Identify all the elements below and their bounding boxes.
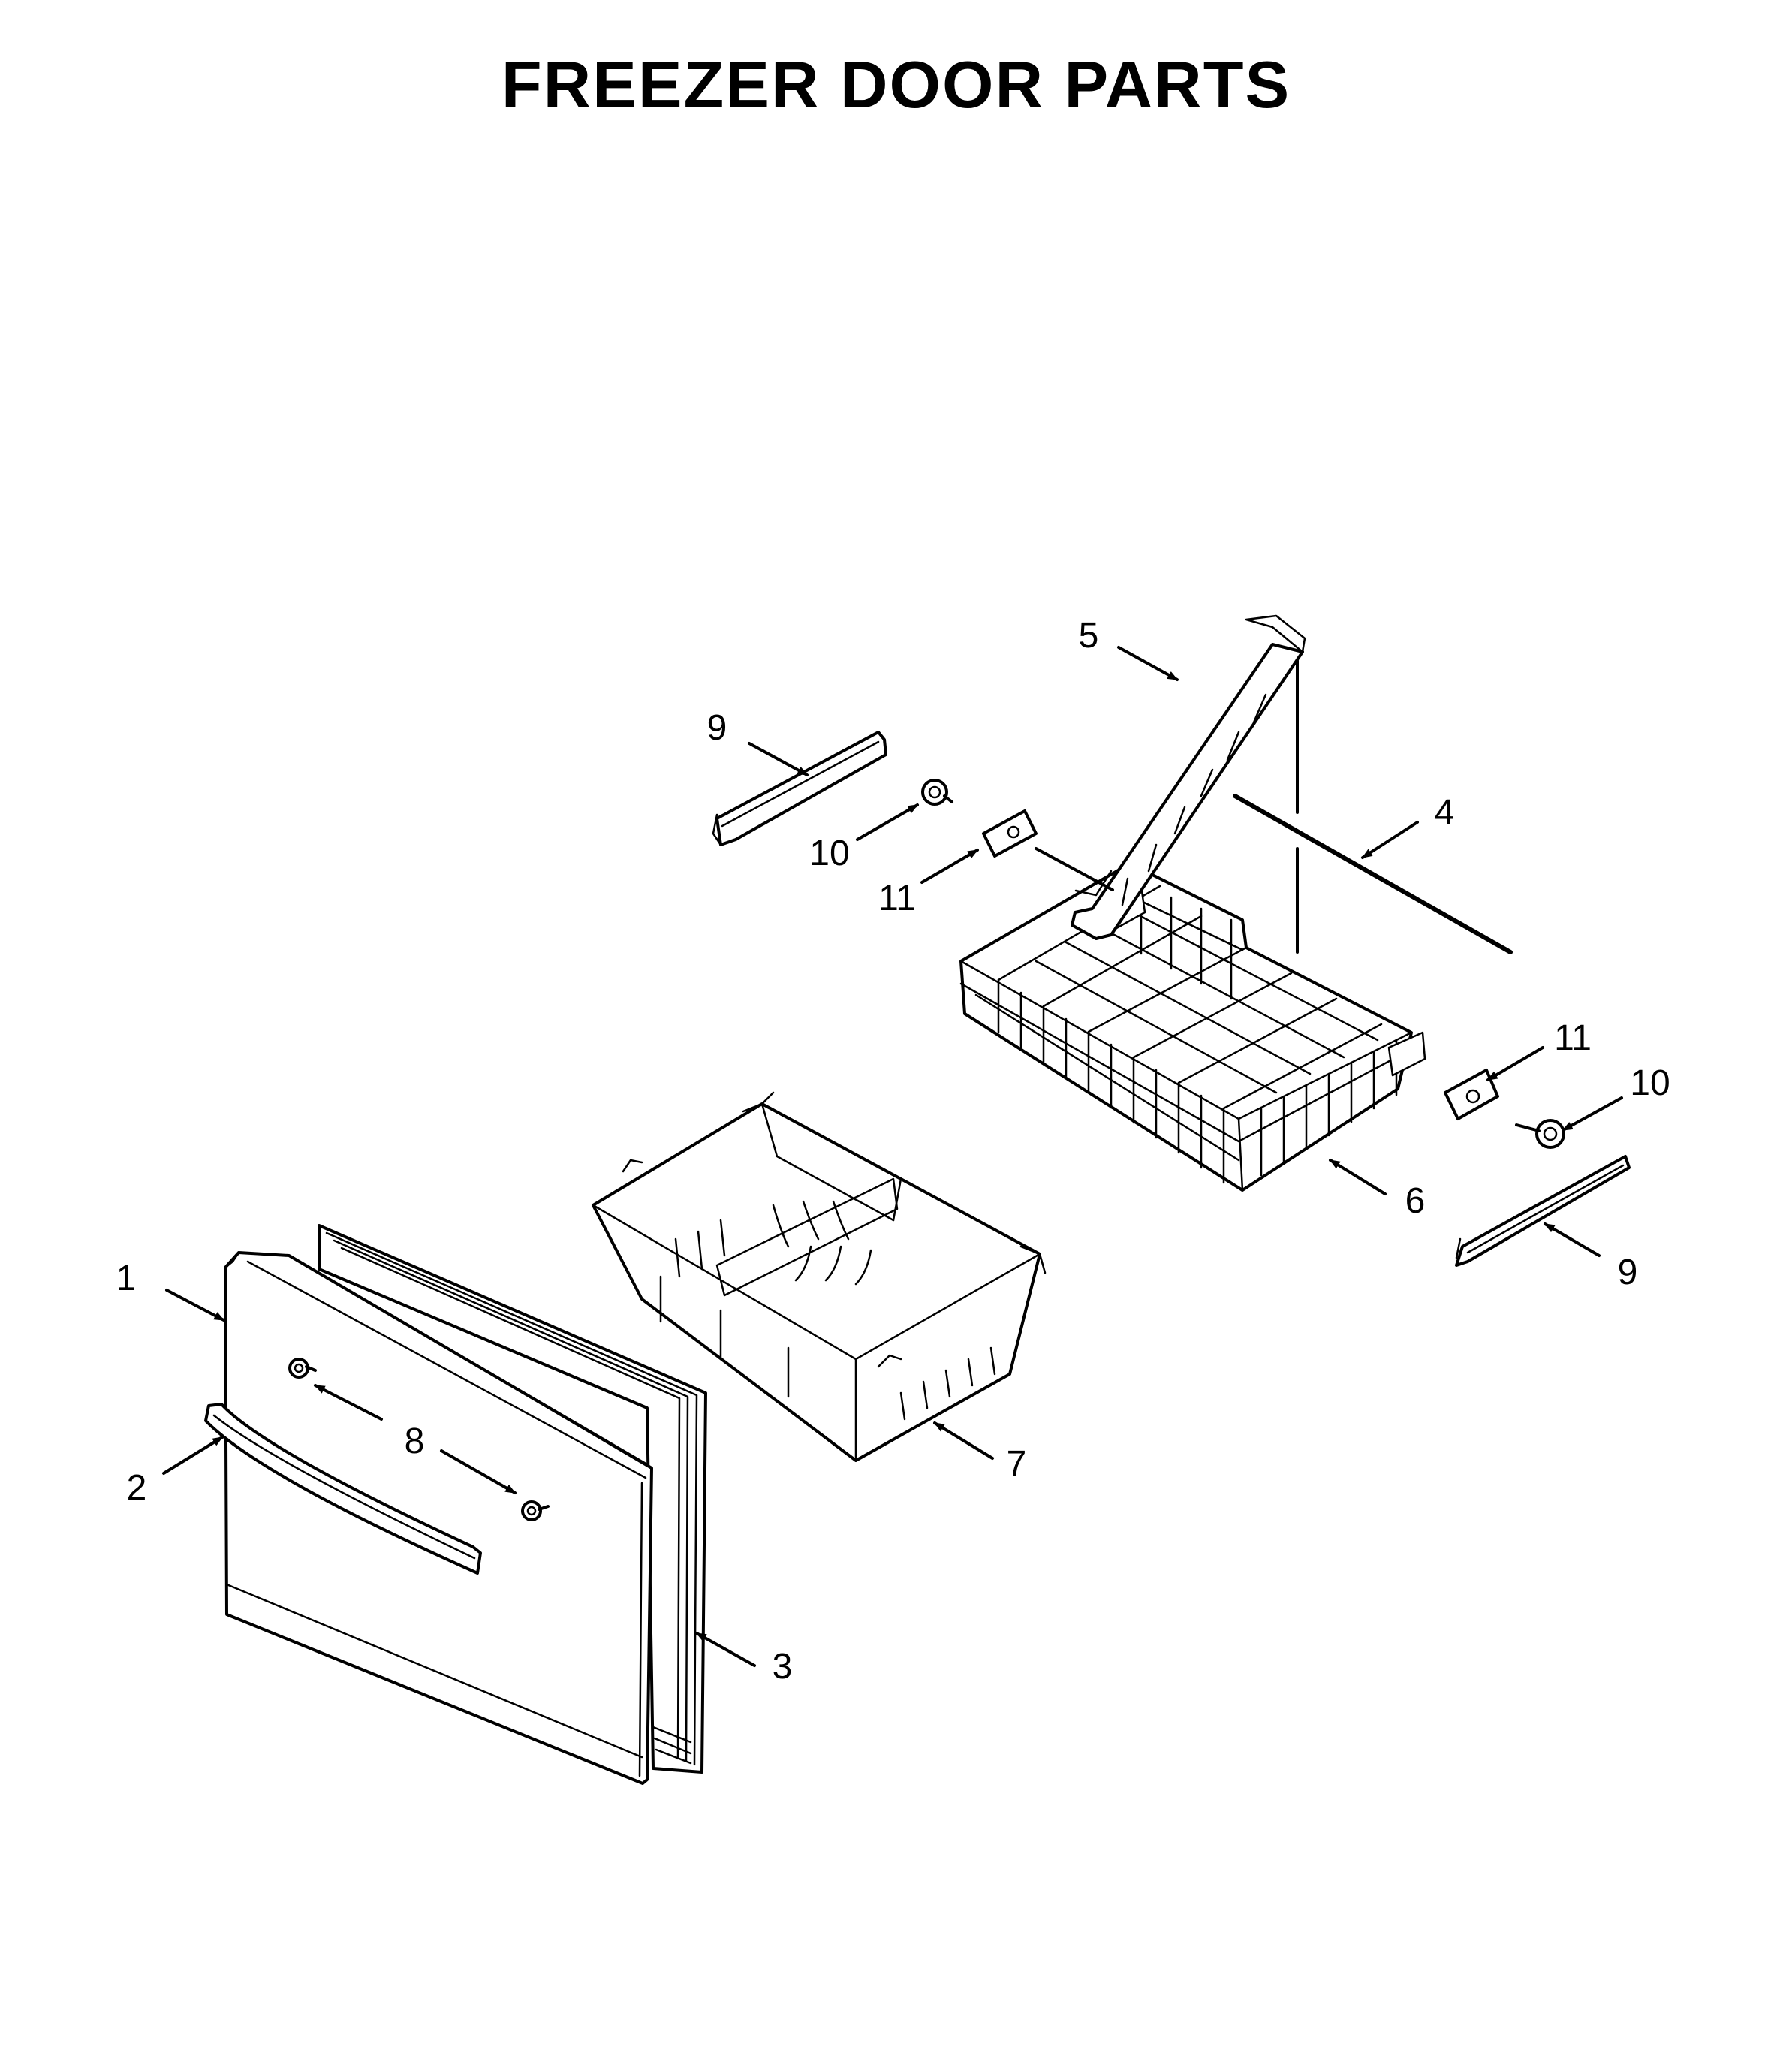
roller-bracket-part: [982, 809, 1114, 891]
callout-7: 7: [1007, 1444, 1027, 1484]
basket-divider-part: [1071, 614, 1306, 954]
page-title: FREEZER DOOR PARTS: [501, 47, 1291, 122]
freezer-door-part: [224, 1251, 653, 1785]
callout-4: 4: [1435, 793, 1455, 833]
basket-rod-part: [1233, 794, 1513, 954]
drawer-slide-rail-part: [712, 731, 887, 846]
callout-10: 10: [1630, 1063, 1670, 1103]
callout-8: 8: [405, 1421, 425, 1461]
callout-3: 3: [773, 1647, 793, 1687]
leader-lines: [162, 646, 1623, 1667]
drawer-slide-rail-part: [1455, 1155, 1631, 1267]
callout-11: 11: [1554, 1018, 1592, 1058]
callout-9: 9: [707, 708, 727, 748]
callout-6: 6: [1405, 1181, 1426, 1221]
wire-basket-part: [959, 862, 1426, 1192]
handle-screw-part: [288, 1358, 317, 1379]
door-handle-part: [204, 1403, 482, 1575]
callout-2: 2: [127, 1468, 147, 1508]
callout-5: 5: [1079, 616, 1099, 656]
roller-wheel-part: [921, 779, 953, 806]
roller-bracket-part: [1444, 1069, 1499, 1120]
roller-wheel-part: [1515, 1119, 1565, 1149]
callout-9: 9: [1618, 1253, 1638, 1292]
handle-screw-part: [521, 1500, 550, 1521]
callout-1: 1: [116, 1259, 137, 1298]
callout-11: 11: [878, 879, 916, 918]
freezer-drawer-bin-part: [592, 1091, 1047, 1462]
door-gasket-part: [318, 1224, 707, 1774]
callout-10: 10: [809, 834, 849, 873]
